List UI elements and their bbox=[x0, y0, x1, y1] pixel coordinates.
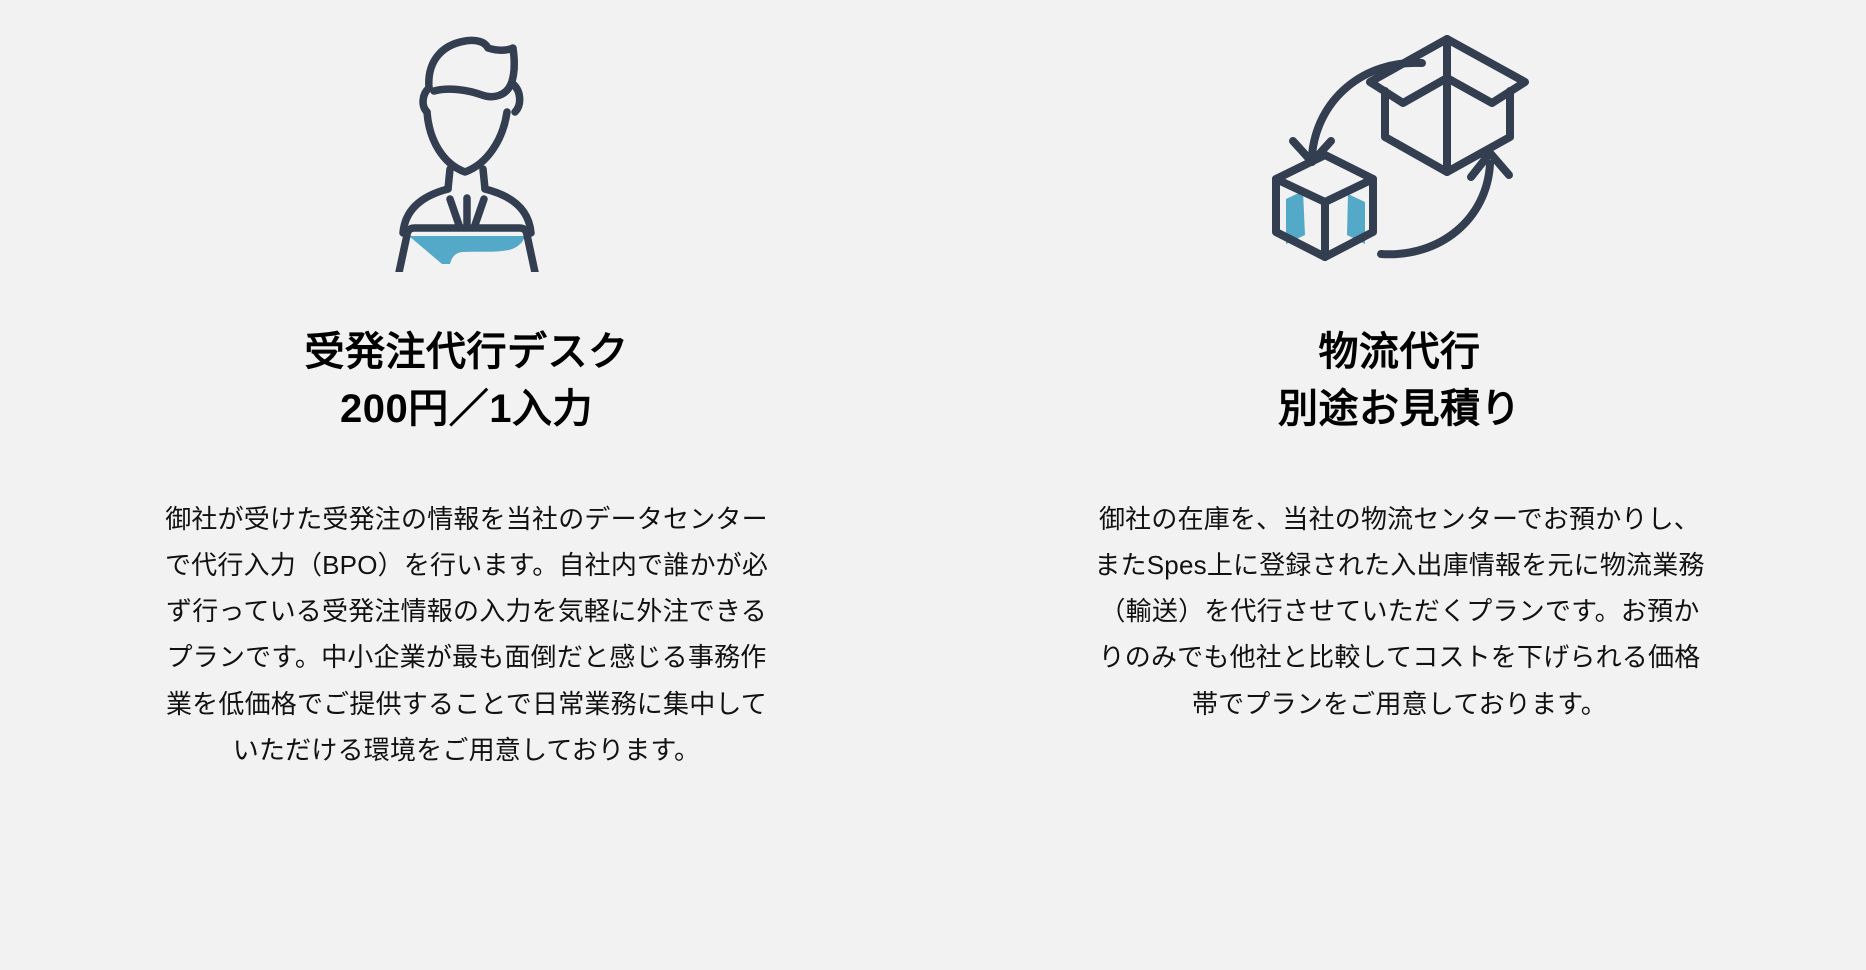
plan-title-line1: 受発注代行デスク bbox=[304, 330, 629, 374]
arrow-cycle-down-path bbox=[1307, 58, 1426, 159]
box-body-right bbox=[1442, 87, 1514, 176]
plan-title-line1: 物流代行 bbox=[1318, 330, 1481, 374]
cube-face-left-fill bbox=[1285, 191, 1305, 244]
plan-title: 物流代行 別途お見積り bbox=[1278, 324, 1521, 438]
operator-at-laptop-icon bbox=[0, 18, 933, 276]
plan-card-order-entry: 受発注代行デスク 200円／1入力 御社が受けた受発注の情報を当社のデータセンタ… bbox=[0, 18, 933, 970]
plan-card-logistics: 物流代行 別途お見積り 御社の在庫を、当社の物流センターでお預かりし、またSpe… bbox=[933, 18, 1866, 970]
box-body-left bbox=[1380, 74, 1451, 176]
plan-title-line2: 別途お見積り bbox=[1278, 386, 1521, 431]
laptop-screen-fill bbox=[408, 236, 525, 264]
logistics-box-cycle-icon bbox=[933, 18, 1866, 276]
plan-title: 受発注代行デスク 200円／1入力 bbox=[305, 324, 629, 438]
plan-title-line2: 200円／1入力 bbox=[340, 386, 593, 431]
arrow-cycle-up-head bbox=[1466, 149, 1513, 181]
cube-face-right-fill bbox=[1346, 194, 1365, 244]
plan-description: 御社の在庫を、当社の物流センターでお預かりし、またSpes上に登録された入出庫情… bbox=[1094, 503, 1705, 719]
arrow-cycle-up-path bbox=[1376, 160, 1494, 259]
plan-description: 御社が受けた受発注の情報を当社のデータセンターで代行入力（BPO）を行います。自… bbox=[164, 503, 769, 765]
